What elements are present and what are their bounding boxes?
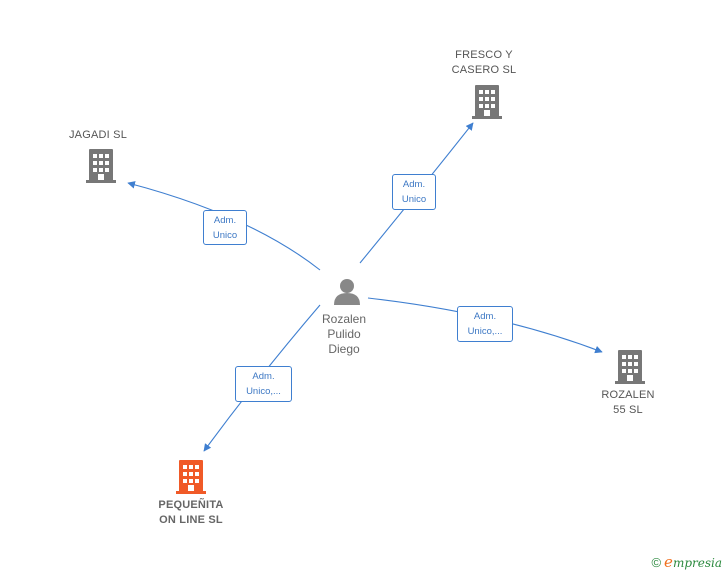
fresco-building-icon[interactable] — [472, 85, 502, 119]
jagadi-building-icon[interactable] — [86, 149, 116, 183]
person-icon[interactable] — [334, 279, 360, 305]
empresia-watermark: © empresia — [651, 553, 722, 571]
brand-name: mpresia — [672, 556, 722, 570]
node-label-jagadi[interactable]: JAGADI SL — [68, 129, 128, 141]
node-label-person[interactable]: Rozalen Pulido Diego — [321, 312, 367, 356]
edge-label-to-fresco: Adm. Unico — [392, 174, 436, 210]
rozalen55-building-icon[interactable] — [615, 350, 645, 384]
node-label-rozalen55[interactable]: ROZALEN 55 SL — [601, 389, 655, 416]
edge-label-to-rozalen55: Adm. Unico,... — [457, 306, 513, 342]
node-label-fresco[interactable]: FRESCO Y CASERO SL — [451, 49, 517, 76]
node-label-pequenita[interactable]: PEQUEÑITA ON LINE SL — [158, 499, 224, 526]
edge-label-to-pequenita: Adm. Unico,... — [235, 366, 292, 402]
copyright-icon: © — [651, 554, 662, 570]
edge-label-to-jagadi: Adm. Unico — [203, 210, 247, 245]
brand-logo: empresia — [664, 553, 722, 571]
pequenita-building-icon[interactable] — [176, 460, 206, 494]
brand-initial: e — [664, 553, 673, 571]
